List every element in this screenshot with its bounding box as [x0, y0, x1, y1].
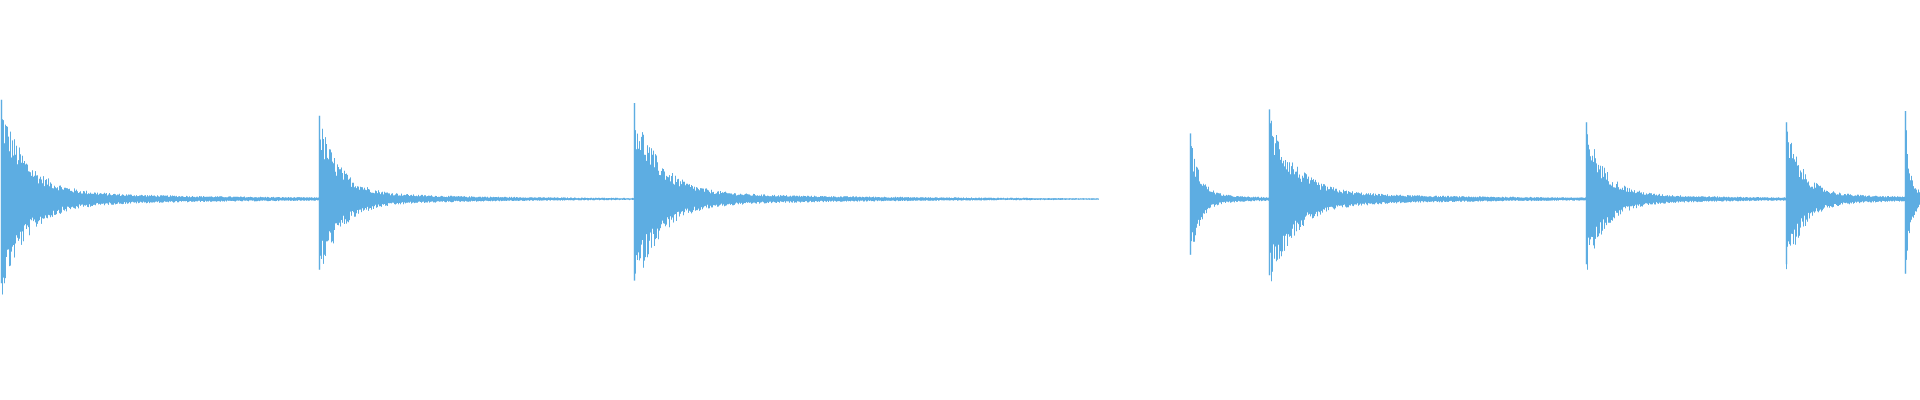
- waveform-samples: [1, 111, 1920, 295]
- waveform-channel: [0, 99, 1920, 295]
